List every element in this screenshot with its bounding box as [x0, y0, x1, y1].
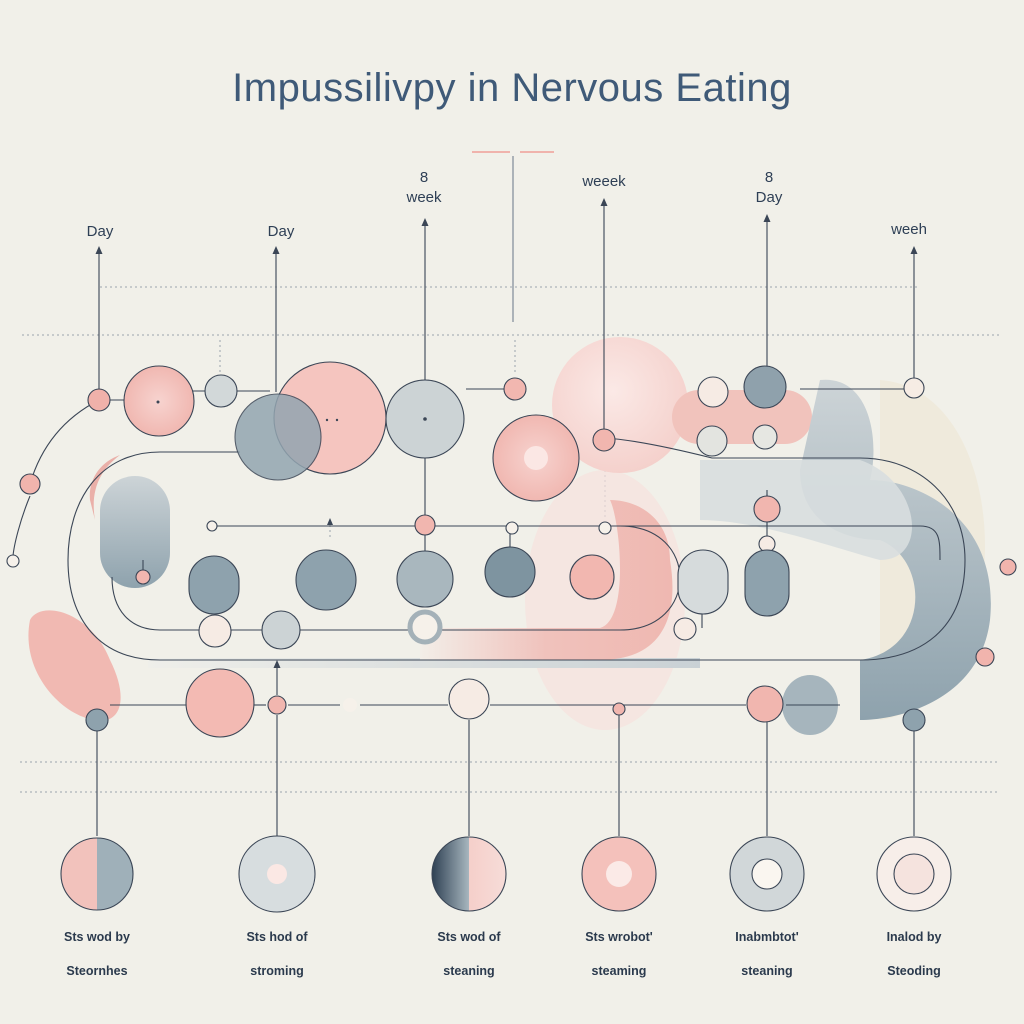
timeline-label-3-top: 8 [419, 169, 429, 186]
stage-label-4-line2: steaming [591, 964, 647, 978]
timeline-label-2: Day [221, 222, 341, 242]
stage-label-5: Inabmbtot' steaning [687, 920, 847, 988]
stage-label-1-line1: Sts wod by [64, 930, 130, 944]
timeline-label-1-main: Day [86, 223, 114, 240]
stage-label-2-line2: stroming [250, 964, 304, 978]
stage-icon-6 [876, 836, 952, 912]
stage-label-5-line2: steaning [741, 964, 793, 978]
top-marker [472, 151, 554, 322]
timeline-label-3-main: week [406, 189, 442, 206]
stage-label-6-line1: Inalod by [886, 930, 942, 944]
stage-icons [60, 835, 952, 913]
stage-label-4-line1: Sts wrobot' [585, 930, 653, 944]
stage-label-6-line2: Steoding [887, 964, 941, 978]
stage-icon-2 [238, 835, 316, 913]
stage-label-1-line2: Steornhes [66, 964, 128, 978]
timeline-label-4-main: weeek [582, 173, 626, 190]
timeline-label-2-main: Day [267, 223, 295, 240]
inner-highlight [524, 446, 548, 470]
timeline-label-6: weeh [849, 220, 969, 240]
stage-label-3-line1: Sts wod of [437, 930, 501, 944]
stage-label-3: Sts wod of steaning [389, 920, 549, 988]
timeline-label-4: weeek [544, 172, 664, 192]
dotted-guides [20, 286, 1000, 793]
stage-label-6: Inalod by Steoding [834, 920, 994, 988]
stage-label-4: Sts wrobot' steaming [539, 920, 699, 988]
diagram-title: Impussilivpy in Nervous Eating [232, 66, 792, 110]
stage-label-1: Sts wod by Steornhes [17, 920, 177, 988]
lower-row-nodes [85, 668, 926, 738]
timeline-label-5-top: 8 [764, 169, 774, 186]
upper-row-nodes [6, 361, 925, 568]
timeline-label-5: 8 Day [709, 168, 829, 208]
stage-label-2-line1: Sts hod of [246, 930, 308, 944]
stage-icon-4 [581, 836, 657, 912]
stage-icon-1 [60, 837, 134, 911]
timeline-label-1: Day [40, 222, 160, 242]
timeline-label-3: 8 week [364, 168, 484, 208]
timeline-label-5-main: Day [755, 189, 783, 206]
stage-label-2: Sts hod of stroming [197, 920, 357, 988]
background-blobs [28, 337, 991, 735]
arrowheads [95, 198, 918, 668]
stage-label-3-line2: steaning [443, 964, 495, 978]
middle-row-nodes [135, 495, 1017, 667]
stage-icon-5 [729, 836, 805, 912]
stage-label-5-line1: Inabmbtot' [735, 930, 799, 944]
stage-icon-3 [431, 836, 507, 912]
timeline-label-6-main: weeh [891, 221, 927, 238]
